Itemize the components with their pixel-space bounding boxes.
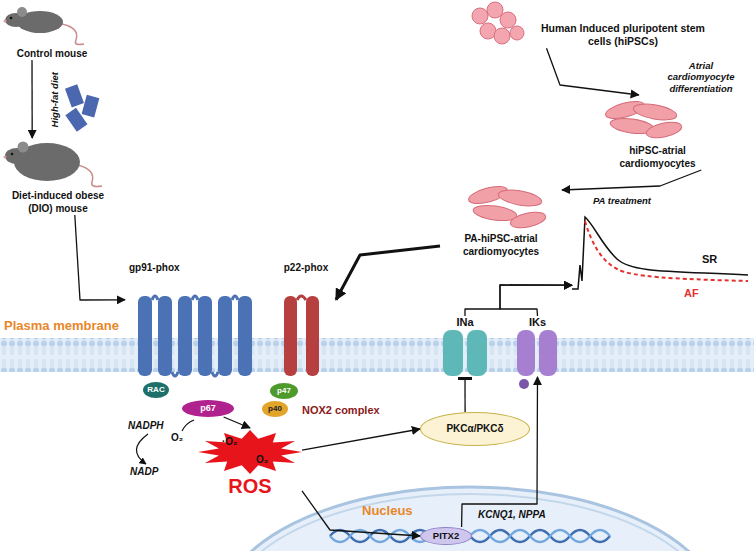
node-text: p67 [200, 403, 216, 414]
node-text: INa [456, 316, 473, 330]
helix [198, 296, 212, 376]
connector [562, 170, 701, 190]
connector [464, 377, 465, 412]
edge-label: PA treatment [585, 195, 659, 206]
node-text: p40 [268, 404, 282, 414]
annotation-label: KCNQ1, NPPA [478, 509, 546, 521]
connector [547, 48, 639, 95]
action-potential-trace [572, 217, 748, 289]
node-text: ·O₂ [222, 436, 238, 449]
current-label: IKs [515, 316, 560, 377]
subunit-pill: p67 [182, 400, 234, 417]
trace-chart: SR AF [572, 215, 748, 305]
node-text: Control mouse [17, 48, 88, 61]
helix-loops [297, 296, 306, 300]
atrial-cardiomyocytes [604, 98, 683, 141]
node-text: SR [702, 253, 717, 267]
mouse-label: Control mouse [2, 2, 102, 60]
nucleus-inner-membrane [227, 494, 713, 551]
node-text: ROS [198, 474, 302, 499]
ros-starburst [198, 430, 302, 474]
protein-label: gp91-phox [125, 262, 273, 380]
food-pellets [65, 84, 99, 131]
connector [462, 377, 538, 527]
protein-label: p22-phox [276, 262, 336, 380]
helix [238, 296, 252, 376]
edge-label: High-fat diet [49, 65, 60, 135]
annotation-label: NOX2 complex [302, 404, 380, 417]
channel-subunit [519, 379, 529, 389]
nadph-arrow [136, 434, 148, 464]
node-text: Diet-induced obese (DIO) mouse [2, 190, 114, 215]
node-text: p47 [277, 386, 291, 396]
p22-helix [306, 296, 319, 376]
cell-label: PA-hiPSC-atrial cardiomyocytes [440, 178, 562, 258]
plasma-membrane [0, 338, 754, 372]
mouse-label: Diet-induced obese (DIO) mouse [2, 138, 114, 215]
stem-cells [472, 2, 524, 44]
potassium-channel [517, 330, 535, 376]
connector [465, 285, 572, 316]
gp91-helices [138, 296, 252, 376]
node-text: AF [684, 287, 699, 301]
node-text: p22-phox [284, 262, 328, 275]
node-text: hiPSC-atrial cardiomyocytes [595, 145, 720, 170]
pa-treated-cardiomyocytes [467, 183, 547, 231]
connector [302, 429, 420, 450]
helix-loops [152, 296, 238, 376]
subunit-pill: p47 [270, 383, 298, 399]
connector [500, 285, 572, 316]
current-label: INa [440, 316, 490, 377]
edge-label: Atrial cardiomyocyte differentiation [655, 60, 747, 94]
node-text: IKs [529, 316, 546, 330]
kinase-ellipse: PKCα/PKCδ [420, 412, 530, 446]
helix [178, 296, 192, 376]
connector [31, 60, 33, 138]
annotation-label: NADPH [128, 420, 164, 432]
sodium-channel [443, 330, 463, 376]
potassium-channel [539, 330, 557, 376]
connector [302, 491, 420, 536]
node-text: Nucleus [362, 503, 413, 519]
lipid-bilayer [0, 338, 754, 372]
subunit-pill: p40 [262, 401, 288, 417]
helix [218, 296, 232, 376]
annotation-label: Plasma membrane [4, 318, 119, 334]
cell-label: Human Induced pluripotent stem cells (hi… [538, 22, 708, 48]
node-text: PKCα/PKCδ [446, 423, 503, 436]
sodium-channel [467, 330, 487, 376]
connector [75, 215, 125, 300]
node-text: O₂ [256, 454, 268, 467]
cell-label: hiPSC-atrial cardiomyocytes [595, 95, 720, 170]
nucleus-outline [220, 487, 720, 551]
node-text: RAC [147, 385, 164, 395]
subunit-pill: RAC [143, 382, 169, 398]
node-text: PA-hiPSC-atrial cardiomyocytes [440, 233, 562, 258]
control-mouse [4, 7, 85, 45]
connector [336, 246, 440, 300]
obese-mouse [4, 142, 103, 187]
ros-burst: ·O₂ O₂ ROS [198, 428, 302, 502]
helix [138, 296, 152, 376]
helix [158, 296, 172, 376]
transcription-factor: PITX2 [420, 527, 472, 545]
annotation-label: O₂ [171, 432, 183, 444]
connector [224, 417, 250, 428]
node-text: gp91-phox [129, 262, 180, 275]
annotation-label: NADP [130, 466, 158, 478]
oxygen-arrow [182, 420, 194, 431]
p22-helix [284, 296, 297, 376]
node-text: Human Induced pluripotent stem cells (hi… [538, 22, 708, 48]
node-text: PITX2 [433, 530, 459, 542]
